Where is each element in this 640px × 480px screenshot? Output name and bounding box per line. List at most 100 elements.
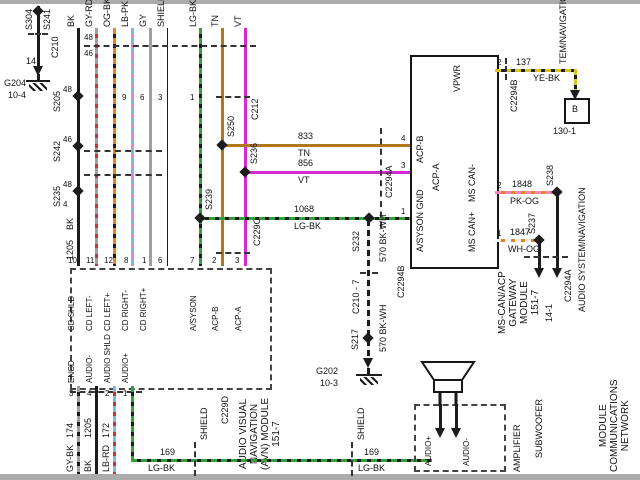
pin-10: 10	[68, 256, 77, 265]
ground-hatch-g202	[360, 377, 378, 385]
label-833: 833	[298, 131, 314, 141]
pin-4-gw: 4	[401, 134, 406, 143]
wire-sub-2	[455, 404, 458, 428]
label-lb-rd: LB-RD	[101, 444, 111, 472]
label-c2294a: C2294A	[384, 165, 394, 198]
label-833-col: TN	[298, 148, 310, 158]
pin-11: 11	[86, 256, 95, 265]
splice-diamond-s217	[362, 332, 374, 344]
label-s217: S217	[350, 328, 360, 350]
wire-vt	[244, 28, 247, 266]
wire-gy-bk	[77, 386, 80, 474]
label-num-1: 1	[190, 93, 195, 102]
label-num-46: 46	[63, 135, 72, 144]
label-570-bkwh-1: 570 BK-WH	[378, 214, 388, 262]
label-bk: BK	[83, 459, 93, 472]
label-cd-right-minus: CD RIGHT-	[121, 290, 130, 331]
label-amplifier: AMPLIFIER	[512, 424, 522, 472]
label-g204: G204	[4, 78, 27, 88]
wire-can-plus-drop	[538, 239, 541, 268]
wire-1848-pkog	[495, 191, 558, 194]
label-s232: S232	[351, 230, 361, 252]
wire-lg-bk	[199, 28, 202, 266]
label-137: 137	[516, 57, 532, 67]
pin-1: 1	[123, 389, 128, 398]
pin-2-can: 2	[497, 181, 502, 190]
label-s242: S242	[52, 140, 62, 162]
wire-bk-g204	[37, 6, 40, 66]
avn-module-box	[70, 268, 272, 390]
down-arrow	[33, 66, 43, 76]
label-c212: C212	[250, 98, 260, 120]
label-col-bk: BK	[66, 14, 76, 27]
pin-2-vpwr: 2	[497, 58, 502, 67]
wire-833-tn	[221, 144, 410, 147]
label-s236: S236	[249, 142, 259, 164]
label-gw-acp-a: ACP-A	[431, 163, 441, 191]
label-yebk: YE-BK	[533, 73, 561, 83]
subwoofer-speaker-icon	[420, 361, 476, 404]
label-tem-navigation: TEM/NAVIGATION	[558, 0, 568, 64]
label-c229d: C229D	[220, 395, 230, 424]
splice-diamond-s205	[72, 90, 84, 102]
label-circuit-14: 14	[26, 56, 37, 66]
label-130-1: 130-1	[553, 126, 577, 136]
pin-2: 2	[212, 256, 217, 265]
wire-gy	[149, 28, 152, 266]
label-1205-col: BK	[65, 217, 75, 230]
label-1847: 1847	[510, 227, 531, 237]
down-arrow	[552, 268, 562, 278]
label-amp-audio-minus: AUDIO-	[462, 438, 471, 466]
ground-stub-g202	[367, 368, 370, 374]
ground-symbol	[26, 80, 50, 82]
twist-bundle-dash	[84, 150, 162, 152]
label-lgbk-b: LG-BK	[358, 463, 386, 473]
down-arrow	[363, 358, 373, 368]
ground-symbol-g202	[356, 374, 382, 376]
label-172: 172	[101, 422, 111, 438]
wire-sub-1	[439, 404, 442, 428]
label-shield-a: SHIELD	[199, 407, 209, 440]
wire-og-bk	[113, 28, 116, 266]
label-num-4: 4	[63, 200, 68, 209]
label-c2294b-2: C2294B	[396, 265, 406, 298]
label-gy-bk: GY-BK	[65, 444, 75, 472]
label-asyson: A/SYSON	[189, 295, 198, 331]
pin-3: 3	[69, 389, 74, 398]
connector-c2294a2-dash	[524, 256, 568, 258]
label-amp-audio-plus: AUDIO+	[424, 435, 433, 466]
connector-c229d-dash	[70, 391, 142, 393]
label-col-shield: SHIELD	[156, 0, 166, 27]
label-acp-b: ACP-B	[211, 306, 220, 331]
wire-gy-rd	[95, 28, 98, 266]
label-num-6: 6	[140, 93, 145, 102]
label-num-48: 48	[63, 180, 72, 189]
pin-4: 4	[87, 389, 92, 398]
label-c210-7: C210 - 7	[351, 279, 361, 314]
splice-diamond-s236	[239, 166, 251, 178]
connector-c210-dash	[28, 33, 48, 35]
label-audio-plus: AUDIO+	[121, 352, 130, 383]
label-gw-acp-b: ACP-B	[415, 135, 425, 163]
pin-3-gw: 3	[401, 161, 406, 170]
label-whog: WH-OG	[508, 244, 540, 254]
label-subwoofer: SUBWOOFER	[534, 398, 544, 458]
label-s241: S241	[42, 8, 52, 30]
wire-856-vt	[244, 171, 410, 174]
label-col-gy: GY	[138, 13, 148, 27]
connector-c2294b-dash	[505, 58, 507, 80]
label-g202-grid: 10-3	[320, 378, 339, 388]
label-1068: 1068	[294, 204, 315, 214]
label-s235: S235	[52, 185, 62, 207]
label-encd: ENCD	[67, 360, 76, 383]
wire-bk-1205	[95, 386, 98, 474]
label-169-a: 169	[160, 447, 176, 457]
wire-137-drop	[574, 69, 577, 90]
connector-c210-7-dash	[360, 272, 378, 274]
wire-1847-whog	[495, 239, 540, 242]
wire-570-bkwh	[367, 220, 370, 358]
pin-1-can: 1	[497, 229, 502, 238]
label-acp-a: ACP-A	[234, 306, 243, 331]
label-s238: S238	[545, 164, 555, 186]
